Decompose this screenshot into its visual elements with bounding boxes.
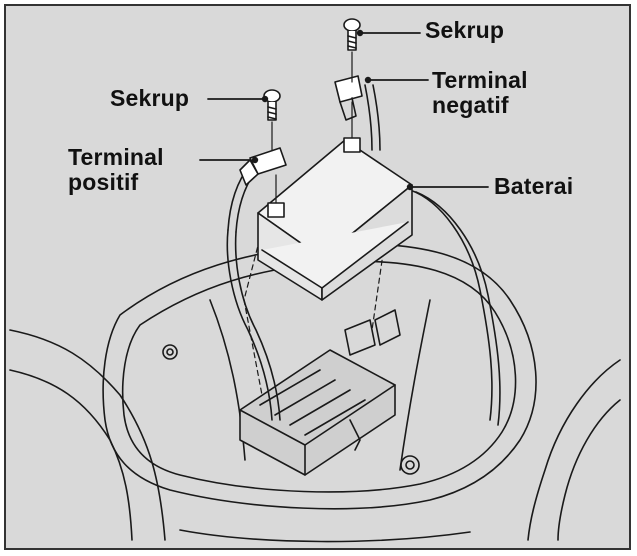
label-terminal-negative-line2: negatif xyxy=(432,92,509,118)
negative-terminal-post xyxy=(343,137,361,153)
label-terminal-positive-line1: Terminal xyxy=(68,144,164,170)
label-battery: Baterai xyxy=(494,173,574,199)
label-terminal-positive-line2: positif xyxy=(68,169,139,195)
negative-terminal-lug xyxy=(334,75,363,103)
screw-top-illustration xyxy=(343,18,361,51)
label-screw-left: Sekrup xyxy=(110,85,190,111)
screw-left-illustration xyxy=(263,89,281,121)
battery-tray xyxy=(239,349,396,476)
label-screw-top: Sekrup xyxy=(425,17,505,43)
mount-bolt-bottom xyxy=(400,455,420,475)
mount-bolt-left xyxy=(162,344,178,360)
label-terminal-negative: Terminal negatif xyxy=(432,68,528,118)
battery xyxy=(257,139,413,301)
label-terminal-negative-line1: Terminal xyxy=(432,67,528,93)
leader-lines xyxy=(199,32,489,188)
label-terminal-positive: Terminal positif xyxy=(68,145,164,195)
positive-terminal-post xyxy=(267,202,285,218)
